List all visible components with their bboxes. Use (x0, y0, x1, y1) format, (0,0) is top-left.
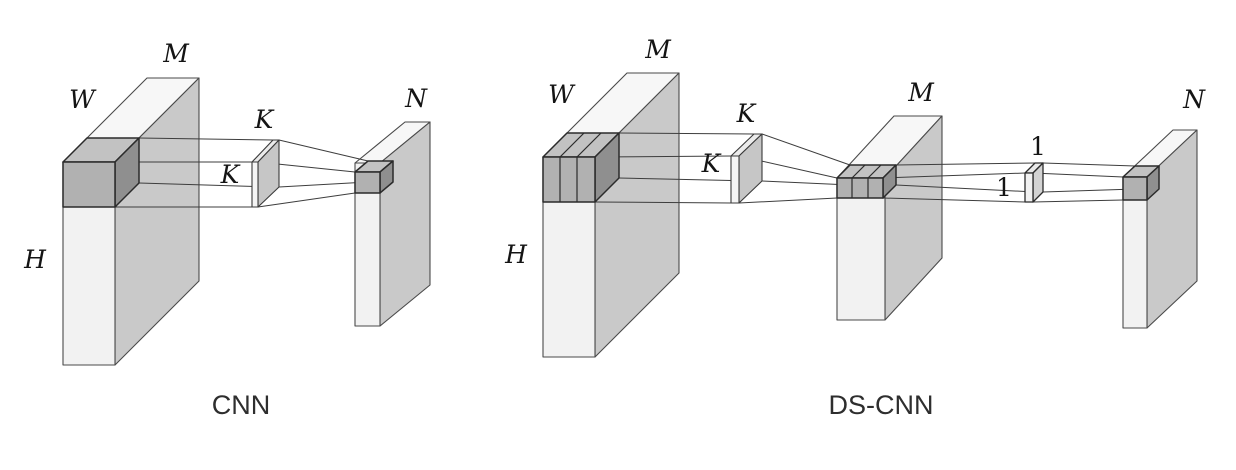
cnn-connector-line (278, 139, 369, 162)
cnn-diagram: W M H K K N CNN (23, 39, 431, 420)
cnn-connector-line (257, 192, 356, 208)
cnn-connector-line (138, 137, 274, 141)
ds-cnn-connector-line (1042, 188, 1136, 193)
ds-cnn-caption: DS-CNN (829, 390, 934, 420)
ds-cnn-kernel-depth-label: K (736, 99, 757, 128)
ds-cnn-input-height-label: H (504, 240, 528, 269)
ds-cnn-connector-line (882, 172, 1026, 179)
ds-cnn-diagram: W M H K K M 1 1 N DS-CNN (504, 35, 1206, 420)
cnn-input-height-label: H (23, 245, 47, 274)
ds-cnn-connector-line (895, 184, 1036, 193)
cnn-kernel-front (251, 161, 259, 208)
ds-cnn-kernel-height-label: K (701, 149, 722, 178)
ds-cnn-connector-line (895, 162, 1036, 166)
cnn-receptive-field-front (62, 161, 116, 208)
ds-cnn-connector-line (1042, 162, 1136, 167)
ds-cnn-pointwise-depth-label: 1 (1030, 132, 1046, 161)
cnn-caption: CNN (212, 390, 271, 420)
ds-cnn-depthwise-tensor-front (836, 177, 886, 321)
ds-cnn-connector-line (738, 197, 838, 204)
ds-cnn-depthwise-cell-front (836, 177, 884, 199)
cnn-connector-line (278, 181, 369, 188)
ds-cnn-output-channels-label: N (1182, 85, 1206, 114)
ds-cnn-receptive-field-divider (576, 132, 602, 158)
cnn-output-channels-label: N (404, 84, 428, 113)
cnn-kernel-depth-label: K (254, 105, 275, 134)
cnn-output-cell-front (354, 171, 381, 194)
cnn-connector-line (138, 182, 274, 188)
ds-cnn-connector-line (761, 133, 851, 166)
ds-cnn-depthwise-cell-divider (851, 164, 866, 179)
ds-cnn-kernel-front (730, 155, 740, 204)
cnn-kernel-height-label: K (220, 160, 241, 189)
cnn-input-width-label: W (69, 85, 97, 114)
ds-cnn-depthwise-channels-label: M (907, 78, 935, 107)
ds-cnn-connector-line (1032, 199, 1124, 203)
ds-cnn-connector-line (882, 197, 1026, 203)
ds-cnn-receptive-field-divider (559, 132, 585, 158)
ds-cnn-connector-line (618, 132, 755, 135)
cnn-input-channels-label: M (162, 39, 190, 68)
ds-cnn-connector-line (1032, 172, 1124, 178)
ds-cnn-depthwise-cell-divider (867, 164, 882, 179)
ds-cnn-input-width-label: W (548, 80, 576, 109)
ds-cnn-pointwise-height-label: 1 (996, 173, 1012, 202)
ds-cnn-pointwise-kernel-front (1024, 172, 1034, 203)
ds-cnn-input-channels-label: M (644, 35, 672, 64)
ds-cnn-connector-line (761, 180, 851, 186)
ds-cnn-output-cell-front (1122, 176, 1148, 201)
ds-cnn-connector-line (594, 201, 732, 204)
ds-cnn-receptive-field-front (542, 156, 596, 203)
